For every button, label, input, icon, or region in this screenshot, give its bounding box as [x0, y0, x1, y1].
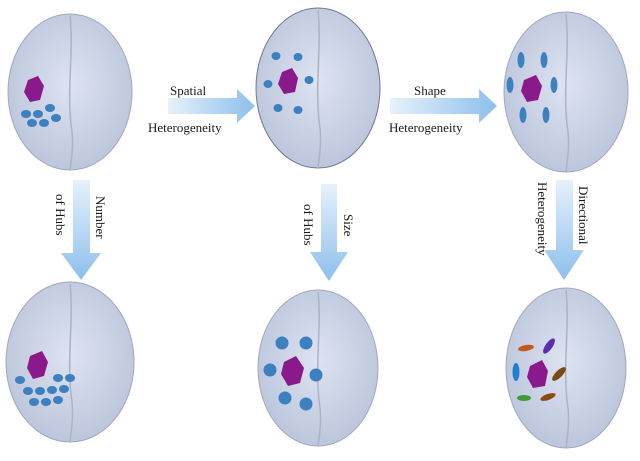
brain-panel-size — [257, 289, 379, 447]
hemisphere-fissure — [68, 283, 74, 443]
arrow-directional: Directional Heterogeneity — [535, 180, 591, 280]
label-directional-line2: Heterogeneity — [535, 182, 550, 256]
hub-dot — [41, 398, 51, 406]
down-arrow — [544, 180, 584, 280]
hub-dot — [21, 110, 31, 118]
hub-dot-large — [299, 336, 313, 350]
brain-panel-directional — [505, 287, 627, 449]
hub-ellipse — [506, 77, 514, 93]
down-arrow — [61, 180, 101, 280]
hub-dot-large — [278, 391, 292, 405]
hub-dot — [47, 386, 57, 394]
hub-dot — [59, 385, 69, 393]
hemisphere-fissure — [68, 15, 74, 171]
hub-dot — [45, 104, 55, 112]
hub-dot — [293, 53, 303, 61]
center-hub — [24, 76, 44, 102]
hub-dot-large — [275, 336, 289, 350]
hub-dot — [53, 374, 63, 382]
label-spatial-line2: Heterogeneity — [148, 120, 222, 135]
brain-panel-baseline — [7, 13, 133, 171]
hub-dot-large — [309, 368, 323, 382]
hub-dot — [65, 374, 75, 382]
brain-panel-spatial — [255, 7, 381, 169]
hub-ellipse — [517, 52, 525, 68]
arrow-spatial: Spatial Heterogeneity — [148, 83, 255, 135]
hub-dot — [271, 52, 281, 60]
hub-dot — [15, 376, 25, 384]
brain-panel-number — [5, 281, 135, 443]
hemisphere-fissure — [564, 289, 570, 449]
hub-ellipse — [540, 52, 548, 68]
hemisphere-fissure — [316, 9, 322, 169]
hub-dot — [51, 114, 61, 122]
hub-dot — [53, 396, 63, 404]
brain-panel-shape — [503, 11, 629, 173]
hub-ellipse-oriented — [512, 363, 520, 381]
hub-dot — [273, 104, 283, 112]
label-directional-line1: Directional — [576, 186, 591, 245]
label-number-line1: Number — [93, 196, 108, 239]
center-hub — [27, 351, 48, 379]
hub-dot — [29, 398, 39, 406]
hub-ellipse-oriented — [517, 395, 531, 401]
hub-dot — [39, 119, 49, 127]
label-size-line2: of Hubs — [301, 204, 316, 246]
hub-dot — [35, 387, 45, 395]
right-arrow — [168, 89, 255, 123]
hub-ellipse-oriented — [518, 344, 534, 352]
center-hub — [281, 356, 304, 386]
hub-ellipse — [542, 107, 550, 123]
label-shape-line2: Heterogeneity — [389, 120, 463, 135]
center-hub — [521, 75, 542, 102]
hub-dot — [293, 106, 303, 114]
arrow-size: Size of Hubs — [301, 184, 356, 281]
arrow-number: Number of Hubs — [53, 180, 108, 280]
hub-dot-large — [263, 363, 277, 377]
hub-ellipse-oriented — [552, 367, 566, 381]
hub-dot — [33, 110, 43, 118]
hub-ellipse-oriented — [540, 393, 556, 401]
center-hub — [527, 360, 548, 388]
right-arrow — [390, 89, 497, 123]
arrow-shape: Shape Heterogeneity — [389, 83, 497, 135]
hub-dot — [27, 119, 37, 127]
hemisphere-fissure — [316, 291, 322, 447]
hub-dot — [263, 80, 273, 88]
center-hub — [278, 68, 298, 94]
hub-ellipse — [550, 77, 558, 93]
hub-dot — [23, 387, 33, 395]
hub-dot-large — [299, 397, 313, 411]
label-shape-line1: Shape — [414, 83, 446, 98]
hub-dot — [304, 76, 314, 84]
hub-ellipse-oriented — [543, 338, 555, 354]
down-arrow — [310, 184, 348, 281]
hemisphere-fissure — [564, 13, 570, 173]
label-spatial-line1: Spatial — [170, 83, 206, 98]
label-size-line1: Size — [341, 214, 356, 237]
hub-ellipse — [519, 107, 527, 123]
label-number-line2: of Hubs — [53, 194, 68, 236]
